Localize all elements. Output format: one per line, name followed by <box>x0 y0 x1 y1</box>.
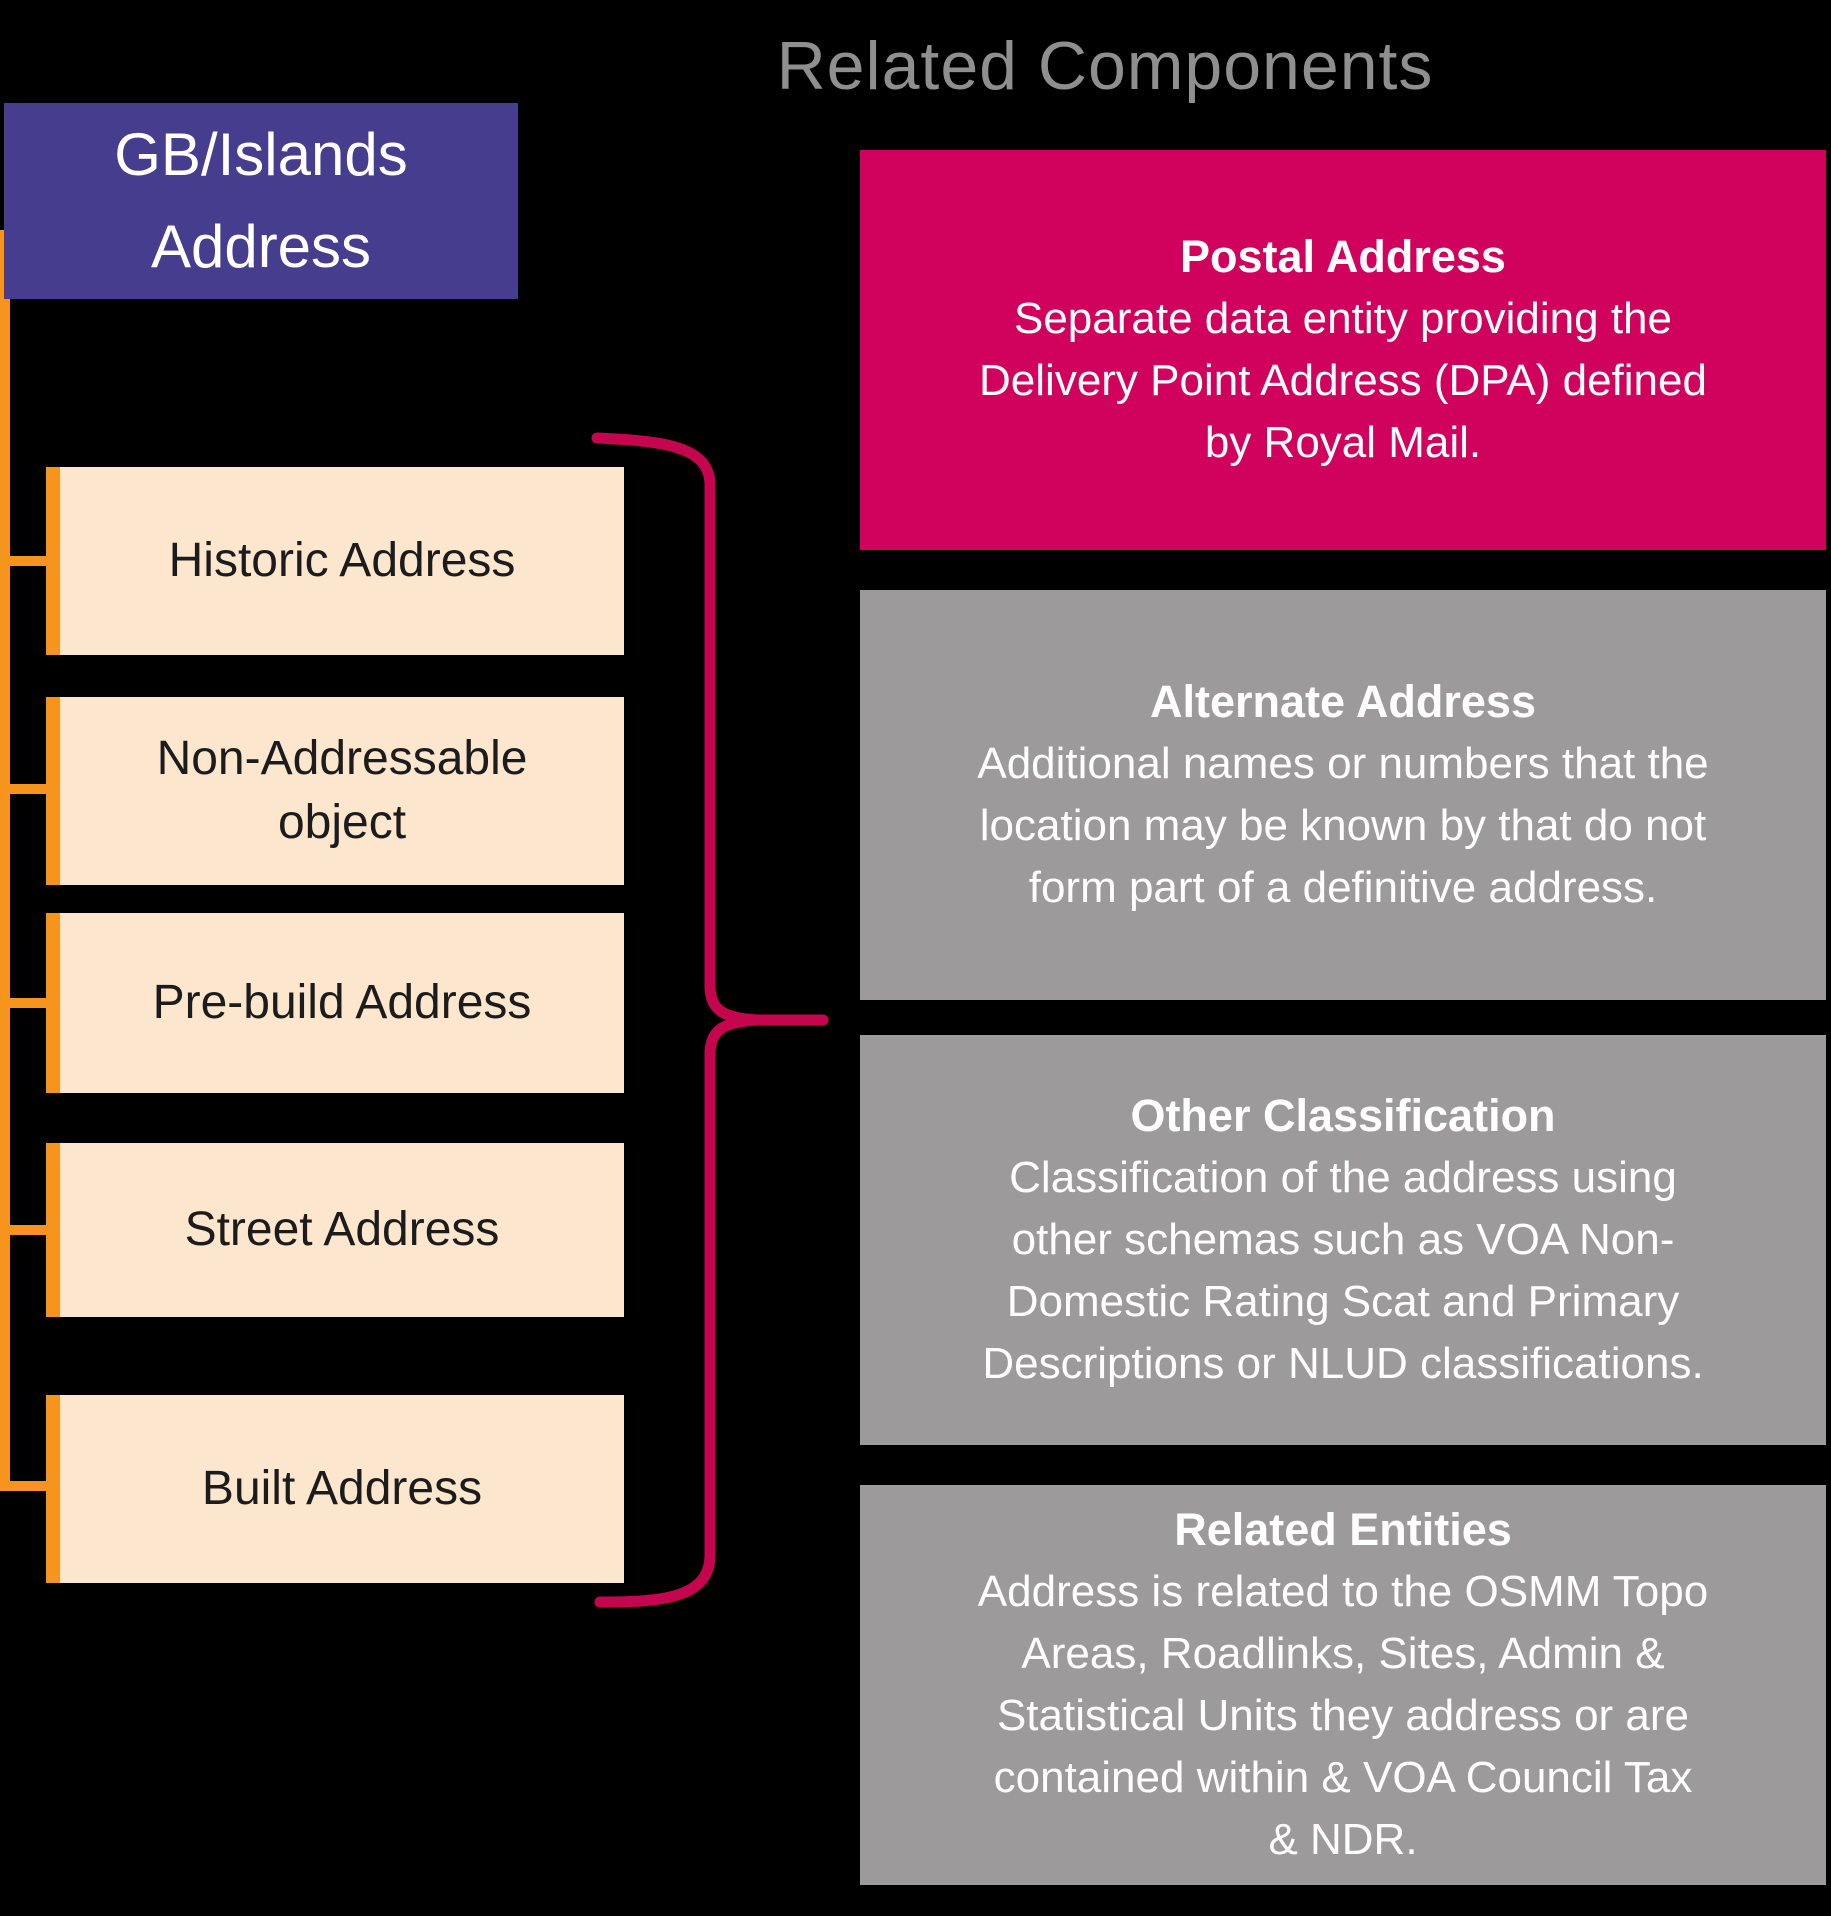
component-title: Postal Address <box>1180 231 1506 282</box>
component-box-related-entities: Related Entities Address is related to t… <box>860 1485 1826 1885</box>
page-title: Related Components <box>776 28 1434 104</box>
component-description: Address is related to the OSMM Topo Area… <box>977 1567 1709 1864</box>
component-title: Other Classification <box>1130 1090 1556 1141</box>
hierarchy-box-street-address: Street Address <box>46 1143 624 1317</box>
component-description: Classification of the address using othe… <box>982 1153 1704 1388</box>
curly-brace-icon <box>591 432 829 1608</box>
hierarchy-trunk-line <box>0 230 10 1491</box>
gb-islands-address-header: GB/Islands Address <box>4 103 518 299</box>
hierarchy-connector-line <box>0 784 61 794</box>
hierarchy-connector-line <box>0 556 61 566</box>
component-description: Separate data entity providing the Deliv… <box>979 294 1707 467</box>
hierarchy-connector-line <box>0 1225 61 1235</box>
component-box-postal-address: Postal Address Separate data entity prov… <box>860 150 1826 550</box>
component-title: Alternate Address <box>1150 676 1536 727</box>
hierarchy-box-historic-address: Historic Address <box>46 467 624 655</box>
hierarchy-box-non-addressable-object: Non-Addressable object <box>46 697 624 885</box>
hierarchy-connector-line <box>0 998 61 1008</box>
hierarchy-box-built-address: Built Address <box>46 1395 624 1583</box>
component-box-other-classification: Other Classification Classification of t… <box>860 1035 1826 1445</box>
hierarchy-box-pre-build-address: Pre-build Address <box>46 913 624 1093</box>
hierarchy-connector-line <box>0 1481 61 1491</box>
component-box-alternate-address: Alternate Address Additional names or nu… <box>860 590 1826 1000</box>
component-description: Additional names or numbers that the loc… <box>977 739 1709 912</box>
component-title: Related Entities <box>1174 1504 1512 1555</box>
